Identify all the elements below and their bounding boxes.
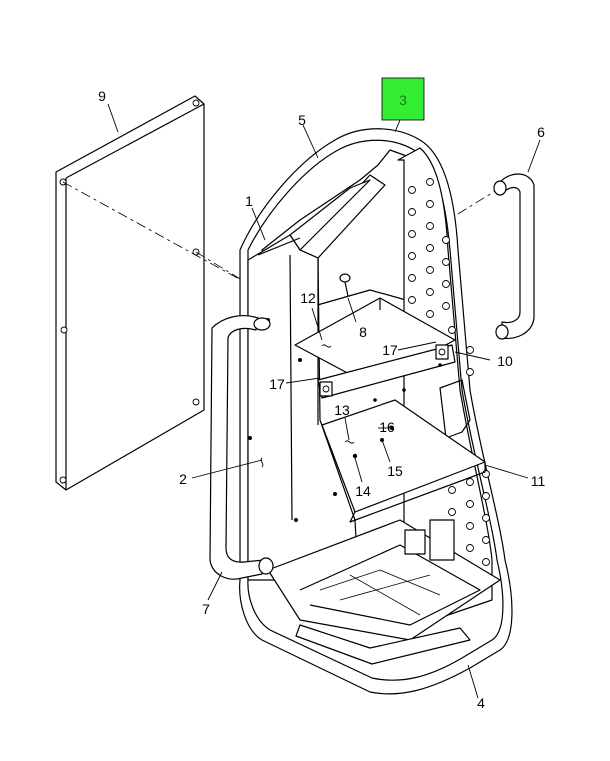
right-handle-part-6 xyxy=(493,173,535,340)
callout-3-highlight: 3 xyxy=(381,77,425,121)
callout-labels: 9 5 6 1 12 8 17 10 17 13 16 15 2 11 14 7… xyxy=(98,88,545,711)
side-panel-part-9 xyxy=(55,95,205,491)
callout-17-upper: 17 xyxy=(382,342,398,358)
left-handle-part-7 xyxy=(209,315,274,580)
middle-tray-part-11 xyxy=(321,399,486,523)
seat-base xyxy=(267,519,501,665)
callout-16: 16 xyxy=(379,419,395,435)
callout-11: 11 xyxy=(531,473,546,489)
callout-6: 6 xyxy=(537,124,545,140)
upper-tray-part-10 xyxy=(294,297,456,402)
callout-8: 8 xyxy=(359,324,367,340)
callout-17-lower: 17 xyxy=(269,376,285,392)
callout-13: 13 xyxy=(334,402,350,418)
callout-2: 2 xyxy=(179,471,187,487)
callout-12: 12 xyxy=(300,290,316,306)
callout-3-label: 3 xyxy=(399,92,407,108)
perforation-holes xyxy=(408,178,490,566)
callout-15: 15 xyxy=(387,463,403,479)
callout-1: 1 xyxy=(245,193,253,209)
leader-lines xyxy=(107,103,541,699)
callout-14: 14 xyxy=(355,483,371,499)
hardware xyxy=(260,273,449,468)
callout-4: 4 xyxy=(477,695,485,711)
callout-7: 7 xyxy=(202,601,210,617)
callout-9: 9 xyxy=(98,88,106,104)
callout-10: 10 xyxy=(497,353,513,369)
callout-5: 5 xyxy=(298,112,306,128)
